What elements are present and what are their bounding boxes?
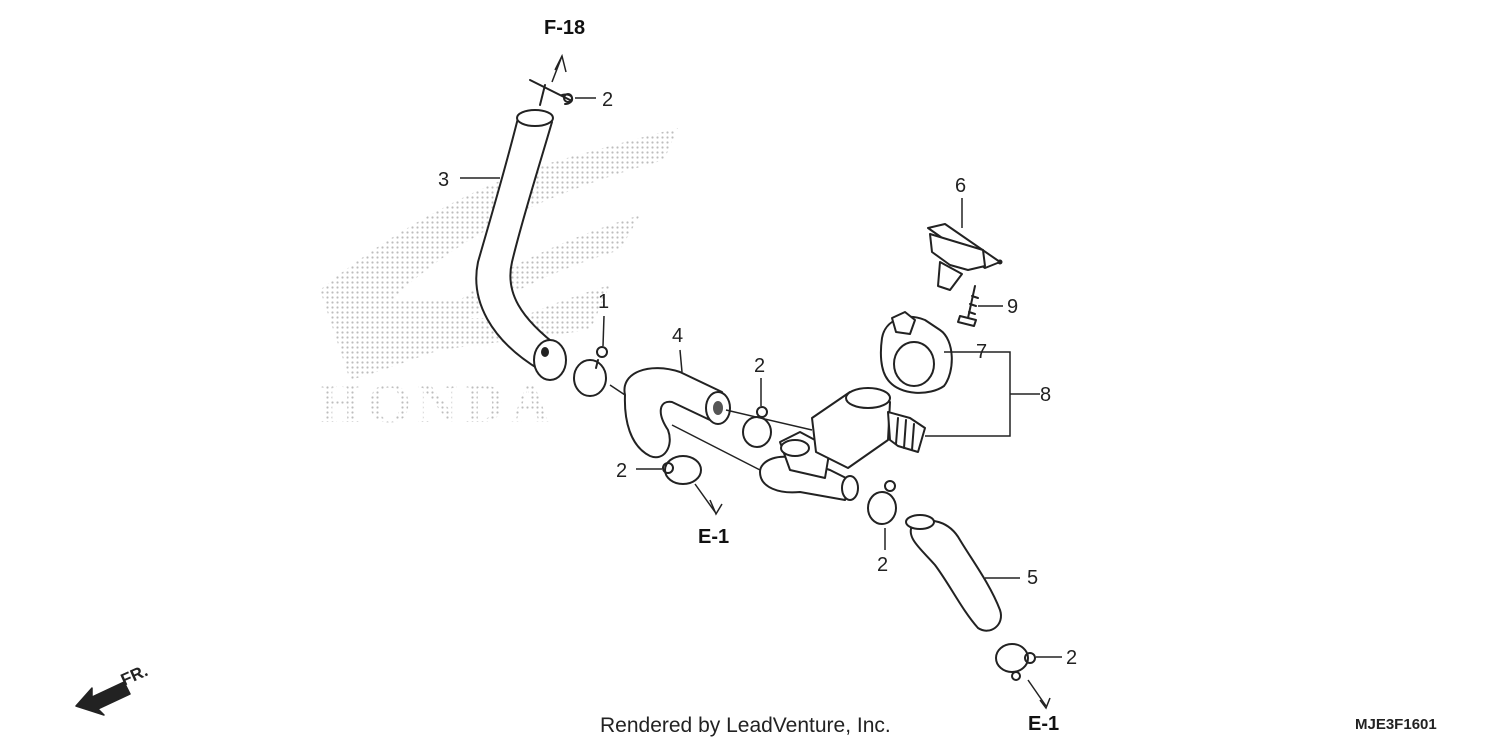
part-2-clamp-valve[interactable]: [867, 480, 897, 525]
callout-2-left: 2: [616, 460, 627, 482]
arrow-icon: [75, 681, 131, 716]
callout-2-top: 2: [602, 89, 613, 111]
leader-lines: [460, 53, 1062, 710]
callout-2-bottom: 2: [1066, 647, 1077, 669]
callout-7: 7: [976, 341, 987, 363]
diagram-code: MJE3F1601: [1355, 716, 1437, 733]
honda-watermark: HONDA: [318, 128, 678, 435]
part-7-rubber-mount[interactable]: [879, 311, 953, 394]
direction-label: FR.: [118, 661, 151, 689]
callout-4: 4: [672, 325, 683, 347]
part-2-clamp-bottom[interactable]: [995, 643, 1036, 681]
part-5-hose[interactable]: [905, 514, 1002, 632]
ref-e1-right: E-1: [1028, 713, 1059, 735]
callout-9: 9: [1007, 296, 1018, 318]
callout-6: 6: [955, 175, 966, 197]
callout-8: 8: [1040, 384, 1051, 406]
callout-2-valve: 2: [877, 554, 888, 576]
part-8-valve-assembly[interactable]: [759, 387, 926, 501]
part-2-clamp-left[interactable]: [662, 455, 702, 485]
part-3-hose[interactable]: [475, 109, 567, 381]
footer-credit: Rendered by LeadVenture, Inc.: [600, 714, 891, 737]
callout-2-mid: 2: [754, 355, 765, 377]
part-2-clamp-mid[interactable]: [742, 406, 772, 448]
callout-5: 5: [1027, 567, 1038, 589]
honda-watermark-text: HONDA: [318, 373, 556, 435]
callout-3: 3: [438, 169, 449, 191]
part-2-clamp-top[interactable]: [529, 79, 574, 106]
part-9-bolt[interactable]: [957, 285, 979, 327]
callout-1: 1: [598, 291, 609, 313]
part-6-cover[interactable]: [927, 223, 1003, 291]
front-direction-arrow: FR.: [75, 661, 151, 716]
part-1-clamp[interactable]: [573, 346, 608, 397]
ref-f18: F-18: [544, 17, 585, 39]
honda-wing-logo: [320, 128, 678, 380]
part-4-elbow-hose[interactable]: [623, 367, 731, 459]
ref-e1-left: E-1: [698, 526, 729, 548]
